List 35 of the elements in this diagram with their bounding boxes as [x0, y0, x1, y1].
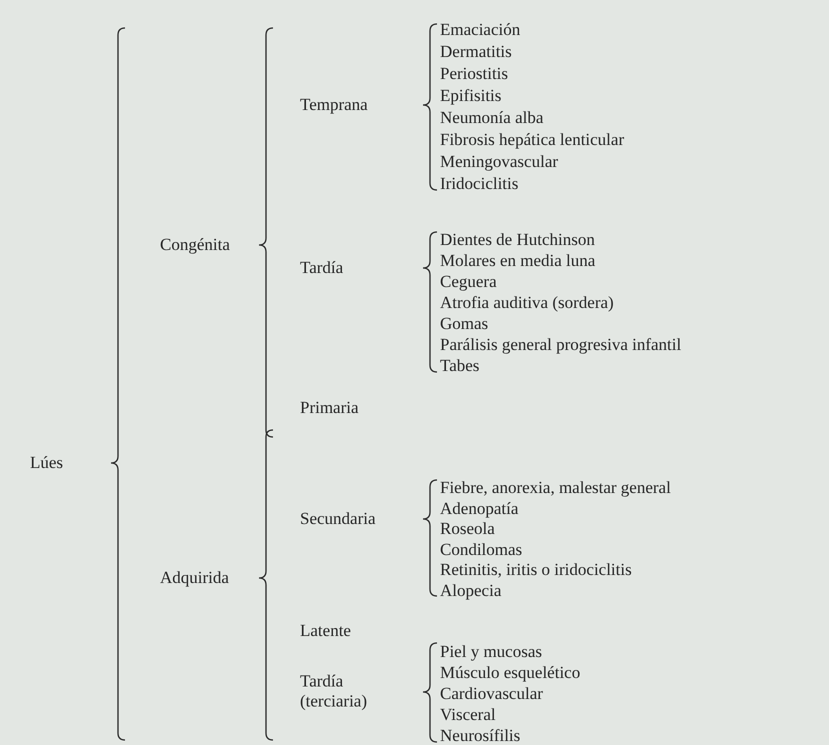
category-label: Primaria [300, 398, 359, 418]
list-item: Gomas [440, 314, 488, 334]
list-item: Epifisitis [440, 86, 502, 106]
list-item: Fiebre, anorexia, malestar general [440, 478, 671, 498]
list-item: Músculo esquelético [440, 662, 580, 684]
list-item: Iridociclitis [440, 174, 518, 194]
list-item: Neurosífilis [440, 726, 520, 745]
list-item: Parálisis general progresiva infantil [440, 334, 682, 356]
list-item: Piel y mucosas [440, 642, 542, 662]
list-item: Condilomas [440, 539, 522, 560]
list-item: Alopecia [440, 580, 502, 601]
list-item: Atrofia auditiva (sordera) [440, 292, 614, 314]
category-label: Lúes [30, 452, 64, 474]
list-item: Periostitis [440, 64, 508, 84]
category-label: Latente [300, 620, 351, 642]
category-label: Tardía (terciaria) [300, 672, 368, 712]
category-label: Congénita [160, 234, 230, 256]
list-item: Ceguera [440, 272, 497, 292]
list-item: Meningovascular [440, 152, 558, 172]
list-item: Emaciación [440, 20, 520, 40]
category-label: Adquirida [160, 568, 229, 588]
list-item: Retinitis, iritis o iridociclitis [440, 560, 632, 580]
list-item: Roseola [440, 518, 495, 540]
list-item: Adenopatía [440, 498, 518, 519]
list-item: Dientes de Hutchinson [440, 230, 595, 250]
list-item: Tabes [440, 356, 480, 376]
list-item: Cardiovascular [440, 684, 543, 704]
category-label: Temprana [300, 94, 368, 116]
list-item: Molares en media luna [440, 250, 596, 272]
list-item: Visceral [440, 704, 496, 726]
list-item: Neumonía alba [440, 108, 544, 128]
category-label: Secundaria [300, 508, 376, 530]
list-item: Fibrosis hepática lenticular [440, 130, 624, 150]
list-item: Dermatitis [440, 42, 512, 62]
category-label: Tardía [300, 258, 344, 278]
